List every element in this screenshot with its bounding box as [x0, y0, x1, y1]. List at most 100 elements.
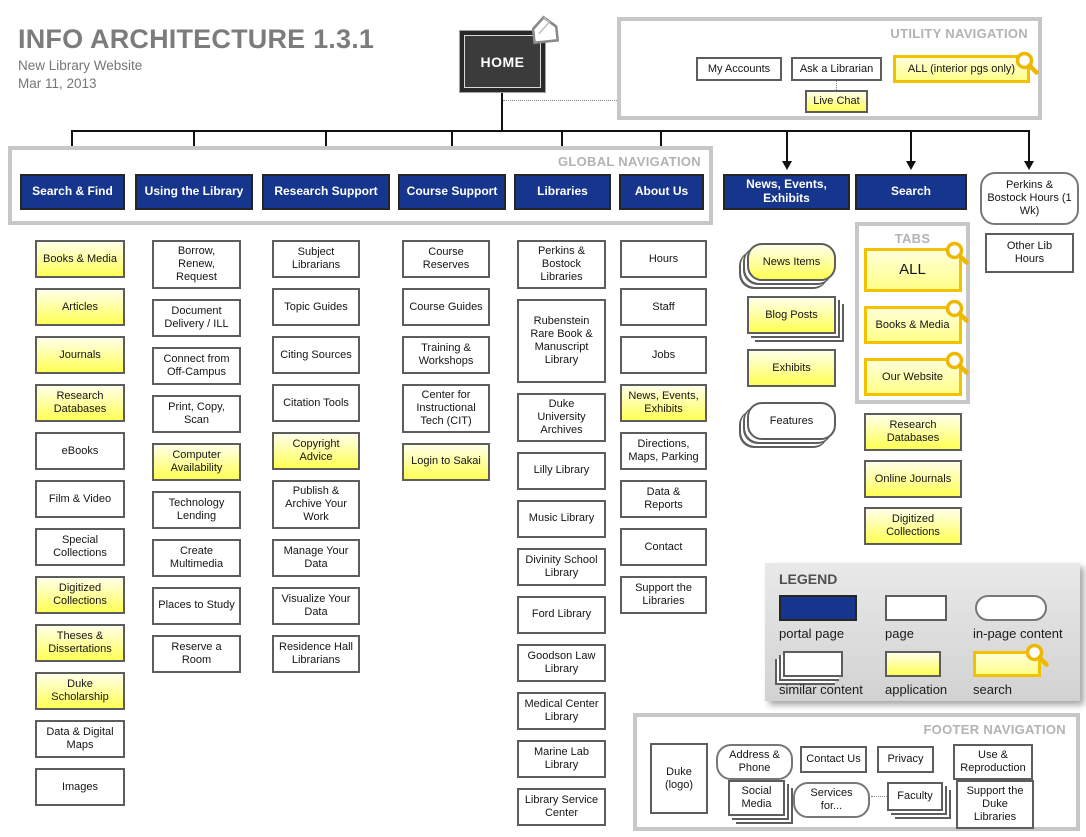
node-label: Our Website: [882, 370, 943, 383]
node-services-for: Services for...: [793, 782, 870, 818]
page-title: INFO ARCHITECTURE 1.3.1: [18, 24, 375, 54]
node-label: Create Multimedia: [169, 544, 224, 570]
node-label: Images: [61, 780, 99, 793]
node-citing-sources: Citing Sources: [272, 336, 360, 374]
node-other-lib-hours: Other Lib Hours: [985, 233, 1074, 273]
node-topic-guides: Topic Guides: [272, 288, 360, 326]
node-document-delivery-ill: Document Delivery / ILL: [152, 298, 241, 337]
node-perkins-bostock-libraries: Perkins & Bostock Libraries: [517, 240, 606, 289]
legend-swatch-search: [973, 643, 1049, 677]
connector-home-stem: [501, 92, 503, 132]
node-blog-posts: Blog Posts: [747, 296, 836, 334]
arrow-search: [905, 130, 916, 170]
node-label: Duke Scholarship: [51, 678, 109, 703]
node-borrow-renew-request: Borrow, Renew, Request: [152, 240, 241, 289]
node-hours: Hours: [620, 240, 707, 278]
node-label: Publish & Archive Your Work: [285, 485, 347, 523]
live-chat-label: Live Chat: [813, 95, 860, 107]
node-computer-availability: Computer Availability: [152, 442, 241, 481]
node-directions-maps-parking: Directions, Maps, Parking: [620, 432, 707, 470]
node-duke-scholarship: Duke Scholarship: [35, 672, 125, 710]
footer-navigation-label: FOOTER NAVIGATION: [923, 722, 1066, 737]
node-rubenstein-rare-book-manuscript-library: Rubenstein Rare Book & Manuscript Librar…: [517, 298, 606, 383]
node-label: Reserve a Room: [171, 640, 222, 666]
node-label: Library Service Center: [524, 793, 599, 819]
node-label: Online Journals: [874, 472, 952, 485]
magnifier-icon: [944, 350, 970, 376]
node-special-collections: Special Collections: [35, 528, 125, 566]
ask-a-librarian-label: Ask a Librarian: [799, 62, 874, 75]
legend-swatch-similar-content: [783, 651, 843, 677]
node-label: Marine Lab Library: [533, 745, 590, 771]
node-online-journals: Online Journals: [864, 460, 962, 498]
connector-home-utility-dotted: [503, 100, 617, 101]
node-goodson-law-library: Goodson Law Library: [517, 643, 606, 682]
node-training-workshops: Training & Workshops: [402, 336, 490, 374]
tabs-label: TABS: [894, 231, 931, 246]
legend-label-application: application: [885, 682, 948, 697]
legend-swatch-application: [885, 651, 941, 677]
node-marine-lab-library: Marine Lab Library: [517, 739, 606, 778]
node-film-video: Film & Video: [35, 480, 125, 518]
portal-label: News, Events, Exhibits: [746, 177, 827, 205]
portal-label: Libraries: [537, 184, 588, 199]
node-support-the-libraries: Support the Libraries: [620, 576, 707, 614]
node-label: Blog Posts: [765, 308, 818, 321]
node-digitized-collections: Digitized Collections: [35, 576, 125, 614]
home-node: HOME: [459, 30, 546, 93]
node-subject-librarians: Subject Librarians: [272, 240, 360, 278]
node-journals: Journals: [35, 336, 125, 374]
node-research-databases: Research Databases: [864, 413, 962, 451]
node-medical-center-library: Medical Center Library: [517, 691, 606, 730]
title-block: INFO ARCHITECTURE 1.3.1 New Library Webs…: [18, 24, 374, 91]
node-course-reserves: Course Reserves: [402, 240, 490, 278]
other-lib-hours-label: Other Lib Hours: [1006, 240, 1053, 265]
node-course-guides: Course Guides: [402, 288, 490, 326]
legend-label-portal-page: portal page: [779, 626, 845, 641]
legend-label-search: search: [973, 682, 1013, 697]
node-label: Theses & Dissertations: [48, 630, 112, 655]
node-label: ALL: [899, 261, 926, 279]
node-all-interior-search: ALL (interior pgs only): [893, 51, 1039, 83]
perkins-hours-label: Perkins & Bostock Hours (1 Wk): [987, 179, 1072, 217]
node-news-items: News Items: [747, 243, 836, 281]
arrow-news-events: [781, 130, 792, 170]
node-label: Document Delivery / ILL: [164, 304, 229, 330]
node-data-digital-maps: Data & Digital Maps: [35, 720, 125, 758]
node-faculty: Faculty: [887, 782, 943, 811]
node-books-media: Books & Media: [863, 299, 969, 344]
node-label: Directions, Maps, Parking: [628, 438, 699, 463]
node-label: Support the Libraries: [635, 582, 692, 607]
portal-label: Search & Find: [32, 184, 113, 199]
page-subtitle: New Library Website: [18, 58, 143, 73]
global-navigation-label: GLOBAL NAVIGATION: [557, 154, 701, 169]
magnifier-icon: [944, 298, 970, 324]
node-label: Special Collections: [53, 534, 107, 559]
portal-news-events-exhibits: News, Events, Exhibits: [723, 174, 850, 210]
node-research-databases: Research Databases: [35, 384, 125, 422]
portal-course-support: Course Support: [398, 174, 506, 210]
duke-logo-label: Duke (logo): [664, 765, 694, 791]
node-publish-archive-your-work: Publish & Archive Your Work: [272, 480, 360, 529]
node-music-library: Music Library: [517, 499, 606, 538]
node-create-multimedia: Create Multimedia: [152, 538, 241, 577]
node-label: Journals: [59, 348, 101, 361]
node-label: Connect from Off-Campus: [163, 352, 230, 378]
node-label: Citation Tools: [283, 396, 349, 409]
magnifier-icon: [1014, 50, 1040, 76]
node-residence-hall-librarians: Residence Hall Librarians: [272, 634, 360, 673]
node-label: Research Databases: [886, 419, 940, 444]
node-label: Data & Digital Maps: [46, 726, 114, 751]
node-label: Lilly Library: [533, 464, 590, 477]
node-address-phone: Address & Phone: [716, 744, 793, 780]
node-ebooks: eBooks: [35, 432, 125, 470]
node-label: Ford Library: [531, 608, 592, 621]
footer-item-label: Support the Duke Libraries: [966, 785, 1024, 823]
node-label: Citing Sources: [280, 348, 352, 361]
node-data-reports: Data & Reports: [620, 480, 707, 518]
